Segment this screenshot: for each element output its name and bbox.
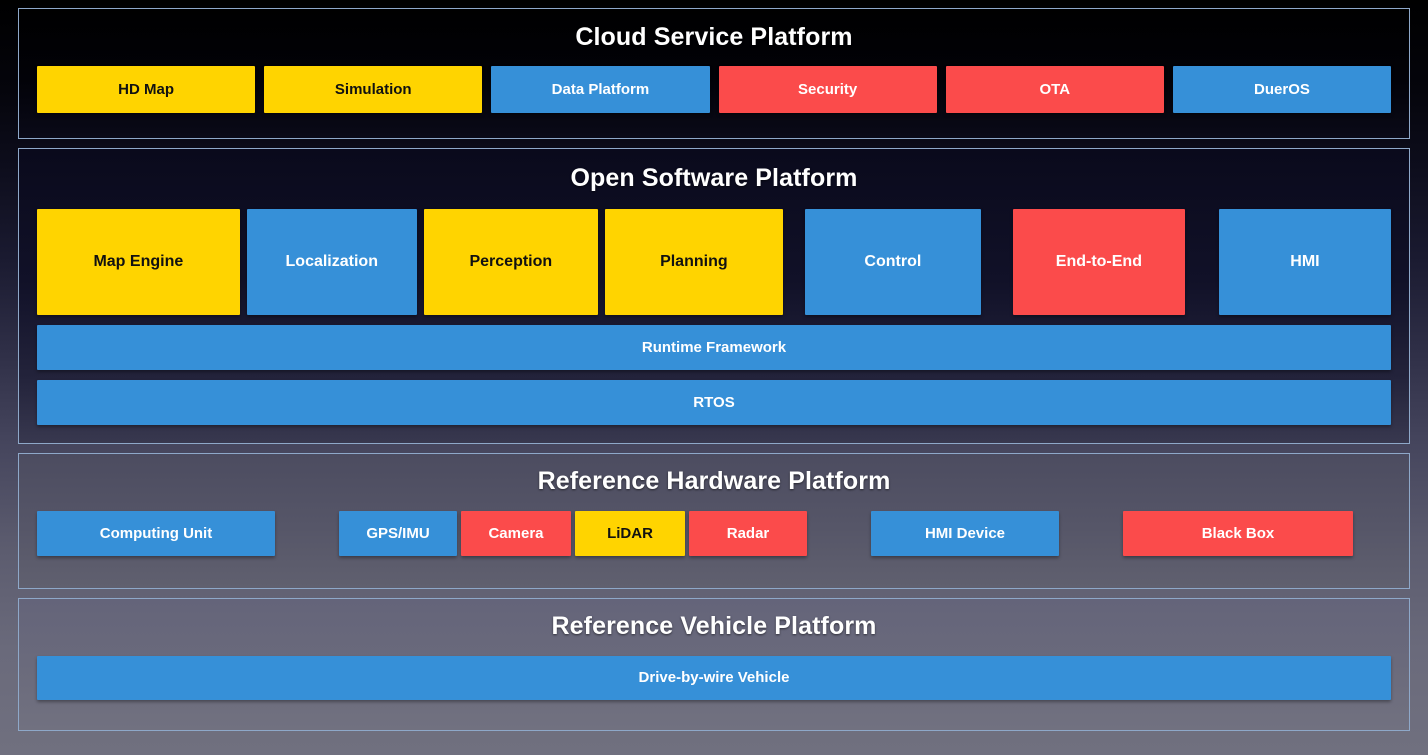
hardware-row: Computing Unit GPS/IMU Camera LiDAR Rada… xyxy=(37,511,1391,556)
block-perception[interactable]: Perception xyxy=(423,209,598,315)
block-computing-unit[interactable]: Computing Unit xyxy=(37,511,275,556)
panel-reference-vehicle-platform: Reference Vehicle Platform Drive-by-wire… xyxy=(18,598,1410,731)
block-camera[interactable]: Camera xyxy=(461,511,571,556)
software-modules-row: Map Engine Localization Perception Plann… xyxy=(37,209,1391,315)
block-control[interactable]: Control xyxy=(804,209,981,315)
block-lidar[interactable]: LiDAR xyxy=(575,511,685,556)
panel-title-vehicle: Reference Vehicle Platform xyxy=(551,612,877,640)
block-black-box[interactable]: Black Box xyxy=(1123,511,1353,556)
block-data-platform[interactable]: Data Platform xyxy=(491,66,710,113)
block-hd-map[interactable]: HD Map xyxy=(37,66,256,113)
vehicle-row: Drive-by-wire Vehicle xyxy=(37,656,1391,700)
block-drive-by-wire-vehicle[interactable]: Drive-by-wire Vehicle xyxy=(37,656,1391,700)
block-localization[interactable]: Localization xyxy=(246,209,417,315)
block-simulation[interactable]: Simulation xyxy=(264,66,483,113)
block-security[interactable]: Security xyxy=(718,66,937,113)
block-radar[interactable]: Radar xyxy=(689,511,807,556)
block-ota[interactable]: OTA xyxy=(945,66,1164,113)
panel-title-cloud: Cloud Service Platform xyxy=(575,23,853,51)
block-planning[interactable]: Planning xyxy=(604,209,783,315)
block-rtos[interactable]: RTOS xyxy=(37,380,1391,425)
block-dueros[interactable]: DuerOS xyxy=(1172,66,1392,113)
block-hmi[interactable]: HMI xyxy=(1218,209,1391,315)
block-runtime-framework[interactable]: Runtime Framework xyxy=(37,325,1391,370)
panel-reference-hardware-platform: Reference Hardware Platform Computing Un… xyxy=(18,453,1410,589)
block-map-engine[interactable]: Map Engine xyxy=(37,209,240,315)
panel-open-software-platform: Open Software Platform Map Engine Locali… xyxy=(18,148,1410,444)
block-gps-imu[interactable]: GPS/IMU xyxy=(339,511,457,556)
panel-cloud-service-platform: Cloud Service Platform HD Map Simulation… xyxy=(18,8,1410,139)
block-hmi-device[interactable]: HMI Device xyxy=(871,511,1059,556)
panel-title-software: Open Software Platform xyxy=(570,164,858,192)
panel-title-hardware: Reference Hardware Platform xyxy=(537,467,891,495)
sensor-group: GPS/IMU Camera LiDAR Radar xyxy=(339,511,807,556)
block-end-to-end[interactable]: End-to-End xyxy=(1012,209,1185,315)
cloud-service-row: HD Map Simulation Data Platform Security… xyxy=(37,66,1392,113)
